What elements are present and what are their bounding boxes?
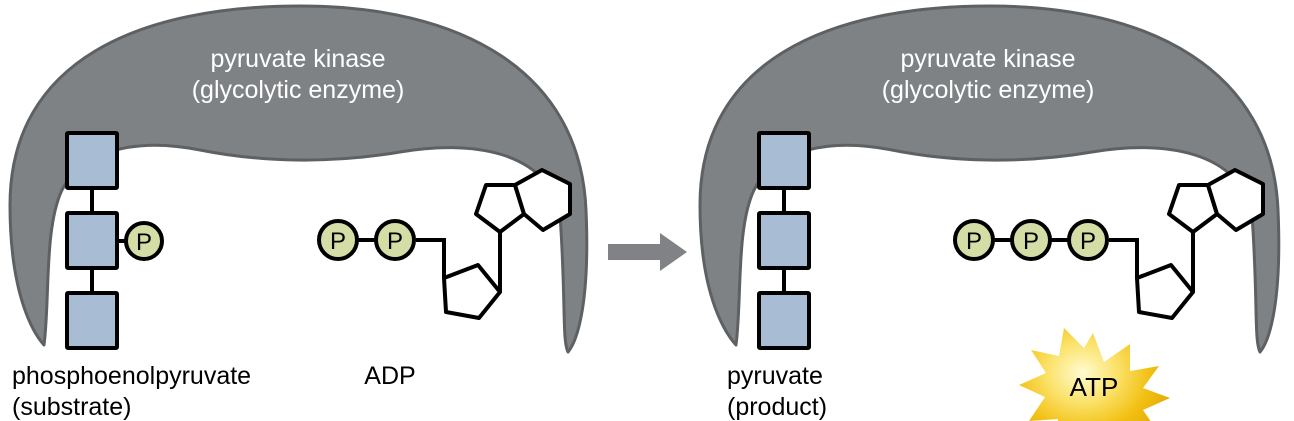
pyruvate-label-line1: pyruvate	[727, 362, 823, 390]
adp-molecule: P P	[317, 168, 572, 320]
atp-molecule: P P P	[953, 168, 1265, 320]
phosphoenolpyruvate-label-line2: (substrate)	[12, 393, 131, 421]
pyruvate-label-line2: (product)	[727, 393, 827, 421]
purine-imidazole-ring	[1167, 183, 1219, 234]
phosphate-label: P	[136, 229, 152, 256]
phosphate-label: P	[387, 228, 403, 255]
enzyme-label-line1: pyruvate kinase	[210, 45, 385, 73]
enzyme-label-line1: pyruvate kinase	[900, 45, 1075, 73]
arrow-shape	[608, 233, 687, 271]
phosphate-ribose-bond	[416, 238, 446, 278]
phosphate-group	[953, 219, 995, 261]
product-panel: pyruvate kinase (glycolytic enzyme) pyru…	[698, 4, 1281, 421]
phosphate-group	[1067, 219, 1109, 261]
phosphate-group	[1010, 219, 1052, 261]
atp-energy-burst: ATP	[1019, 328, 1170, 421]
phosphate-group	[374, 219, 416, 261]
pyruvate-molecule	[757, 131, 811, 350]
enzyme-label-line2: (glycolytic enzyme)	[882, 76, 1095, 104]
phosphate-ribose-bond	[1109, 238, 1139, 278]
ribose-ring	[442, 263, 502, 320]
adp-label: ADP	[364, 362, 415, 390]
enzyme-label-line2: (glycolytic enzyme)	[192, 76, 405, 104]
phosphate-label: P	[330, 228, 346, 255]
substrate-block	[757, 291, 811, 350]
purine-pyrimidine-ring	[513, 168, 572, 232]
phosphate-label: P	[966, 228, 982, 255]
atp-burst-label: ATP	[1070, 372, 1119, 402]
substrate-block	[757, 131, 811, 190]
substrate-block	[65, 211, 119, 270]
substrate-block	[65, 291, 119, 350]
substrate-block	[65, 131, 119, 190]
phosphate-group	[317, 219, 359, 261]
phosphoenolpyruvate-label-line1: phosphoenolpyruvate	[12, 362, 251, 390]
phosphate-group	[124, 221, 164, 261]
reaction-arrow	[608, 233, 687, 271]
phosphate-label: P	[1023, 228, 1039, 255]
purine-pyrimidine-ring	[1206, 168, 1265, 232]
substrate-block	[757, 211, 811, 270]
burst-shape	[1019, 328, 1170, 421]
phosphoenolpyruvate-molecule: P	[65, 131, 164, 350]
substrate-panel: pyruvate kinase (glycolytic enzyme) P ph…	[8, 4, 589, 421]
ribose-ring	[1135, 263, 1195, 320]
phosphate-label: P	[1080, 228, 1096, 255]
purine-imidazole-ring	[474, 183, 526, 234]
